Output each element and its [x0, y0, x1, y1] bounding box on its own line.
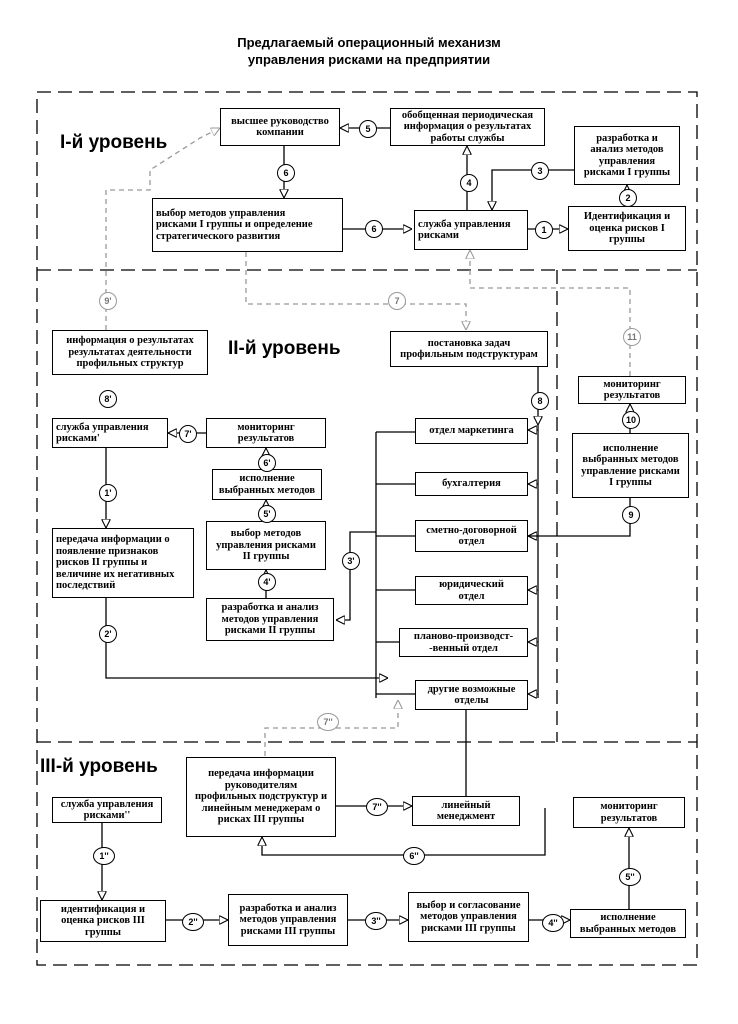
box-monitoring-2: мониторинг результатов — [206, 418, 326, 448]
badge-7: 7 — [388, 292, 406, 310]
box-exec-methods-1: исполнение выбранных методов управление … — [572, 433, 689, 498]
box-identify-1: Идентификация и оценка рисков I группы — [568, 206, 686, 251]
box-exec-methods-2: исполнение выбранных методов — [212, 469, 322, 500]
box-identify-3: идентификация и оценка рисков III группы — [40, 900, 166, 942]
badge-9p: 9' — [99, 292, 117, 310]
box-service-2: служба управления рисками' — [52, 418, 168, 448]
frame-outer — [36, 91, 698, 966]
box-select-agree-3: выбор и согласование методов управления … — [408, 892, 529, 942]
box-top-management: высшее руководство компании — [220, 108, 340, 146]
badge-4pp: 4'' — [542, 914, 564, 932]
box-accounting: бухгалтерия — [415, 472, 528, 496]
level-3-label: III-й уровень — [40, 756, 158, 777]
box-risk-service: служба управления рисками — [414, 210, 528, 250]
level-1-label: I-й уровень — [60, 132, 168, 153]
badge-1: 1 — [535, 221, 553, 239]
badge-1pp: 1'' — [93, 847, 115, 865]
box-select-methods-1: выбор методов управления рисками I групп… — [152, 198, 343, 252]
arrow-9p — [105, 127, 220, 330]
arrow-7pp-a — [264, 700, 398, 765]
badge-4: 4 — [460, 174, 478, 192]
diagram-title: Предлагаемый операционный механизм управ… — [0, 34, 738, 68]
box-monitoring-1: мониторинг результатов — [578, 376, 686, 404]
badge-5: 5 — [359, 120, 377, 138]
box-line-mgmt: линейный менеджмент — [412, 796, 520, 826]
title-line-1: Предлагаемый операционный механизм — [237, 35, 501, 50]
box-transfer-info-2: передача информации о появление признако… — [52, 528, 194, 598]
level-frames — [36, 91, 698, 966]
badge-8p: 8' — [99, 390, 117, 408]
badge-1p: 1' — [99, 484, 117, 502]
badge-3: 3 — [531, 162, 549, 180]
badge-3p: 3' — [342, 552, 360, 570]
box-develop-methods-3: разработка и анализ методов управления р… — [228, 894, 348, 946]
box-monitoring-3: мониторинг результатов — [573, 797, 685, 828]
title-line-2: управления рисками на предприятии — [247, 52, 491, 67]
badge-2p: 2' — [99, 625, 117, 643]
badge-4p: 4' — [258, 573, 276, 591]
badge-6pp: 6'' — [403, 847, 425, 865]
arrow-2p — [105, 598, 388, 678]
box-periodic-info: обобщенная периодическая информация о ре… — [390, 108, 545, 146]
box-other-depts: другие возможные отделы — [415, 680, 528, 710]
badge-7pp-lower: 7'' — [366, 798, 388, 816]
box-task-setting: постановка задач профильным подструктура… — [390, 331, 548, 367]
arrow-9 — [527, 498, 630, 537]
box-service-3: служба управления рисками'' — [52, 797, 162, 823]
box-develop-methods-1: разработка и анализ методов управления р… — [574, 126, 680, 185]
badge-6-vertical: 6 — [277, 164, 295, 182]
badge-7p: 7' — [179, 425, 197, 443]
box-exec-methods-3: исполнение выбранных методов — [570, 909, 686, 938]
badge-5p: 5' — [258, 505, 276, 523]
box-legal: юридический отдел — [415, 576, 528, 605]
level-2-label: II-й уровень — [228, 338, 341, 359]
badge-7pp-upper: 7'' — [317, 713, 339, 731]
badge-8: 8 — [531, 392, 549, 410]
box-transfer-info-3: передача информации руководителям профил… — [186, 757, 336, 837]
box-select-methods-2: выбор методов управления рисками II груп… — [206, 521, 326, 570]
badge-11: 11 — [623, 328, 641, 346]
badge-6-horizontal: 6 — [365, 220, 383, 238]
arrow-3p — [336, 531, 376, 620]
box-develop-methods-2: разработка и анализ методов управления р… — [206, 598, 334, 641]
box-marketing: отдел маркетинга — [415, 418, 528, 444]
badge-6p: 6' — [258, 454, 276, 472]
badge-10: 10 — [622, 411, 640, 429]
box-planning: планово-производст- -венный отдел — [399, 628, 528, 657]
arrow-7 — [245, 252, 466, 330]
badge-2pp: 2'' — [182, 913, 204, 931]
badge-9: 9 — [622, 506, 640, 524]
box-info-results: информация о результатах результатах дея… — [52, 330, 208, 375]
badge-3pp: 3'' — [365, 912, 387, 930]
badge-5pp: 5'' — [619, 868, 641, 886]
box-estimate-contract: сметно-договорной отдел — [415, 520, 528, 552]
badge-2: 2 — [619, 189, 637, 207]
